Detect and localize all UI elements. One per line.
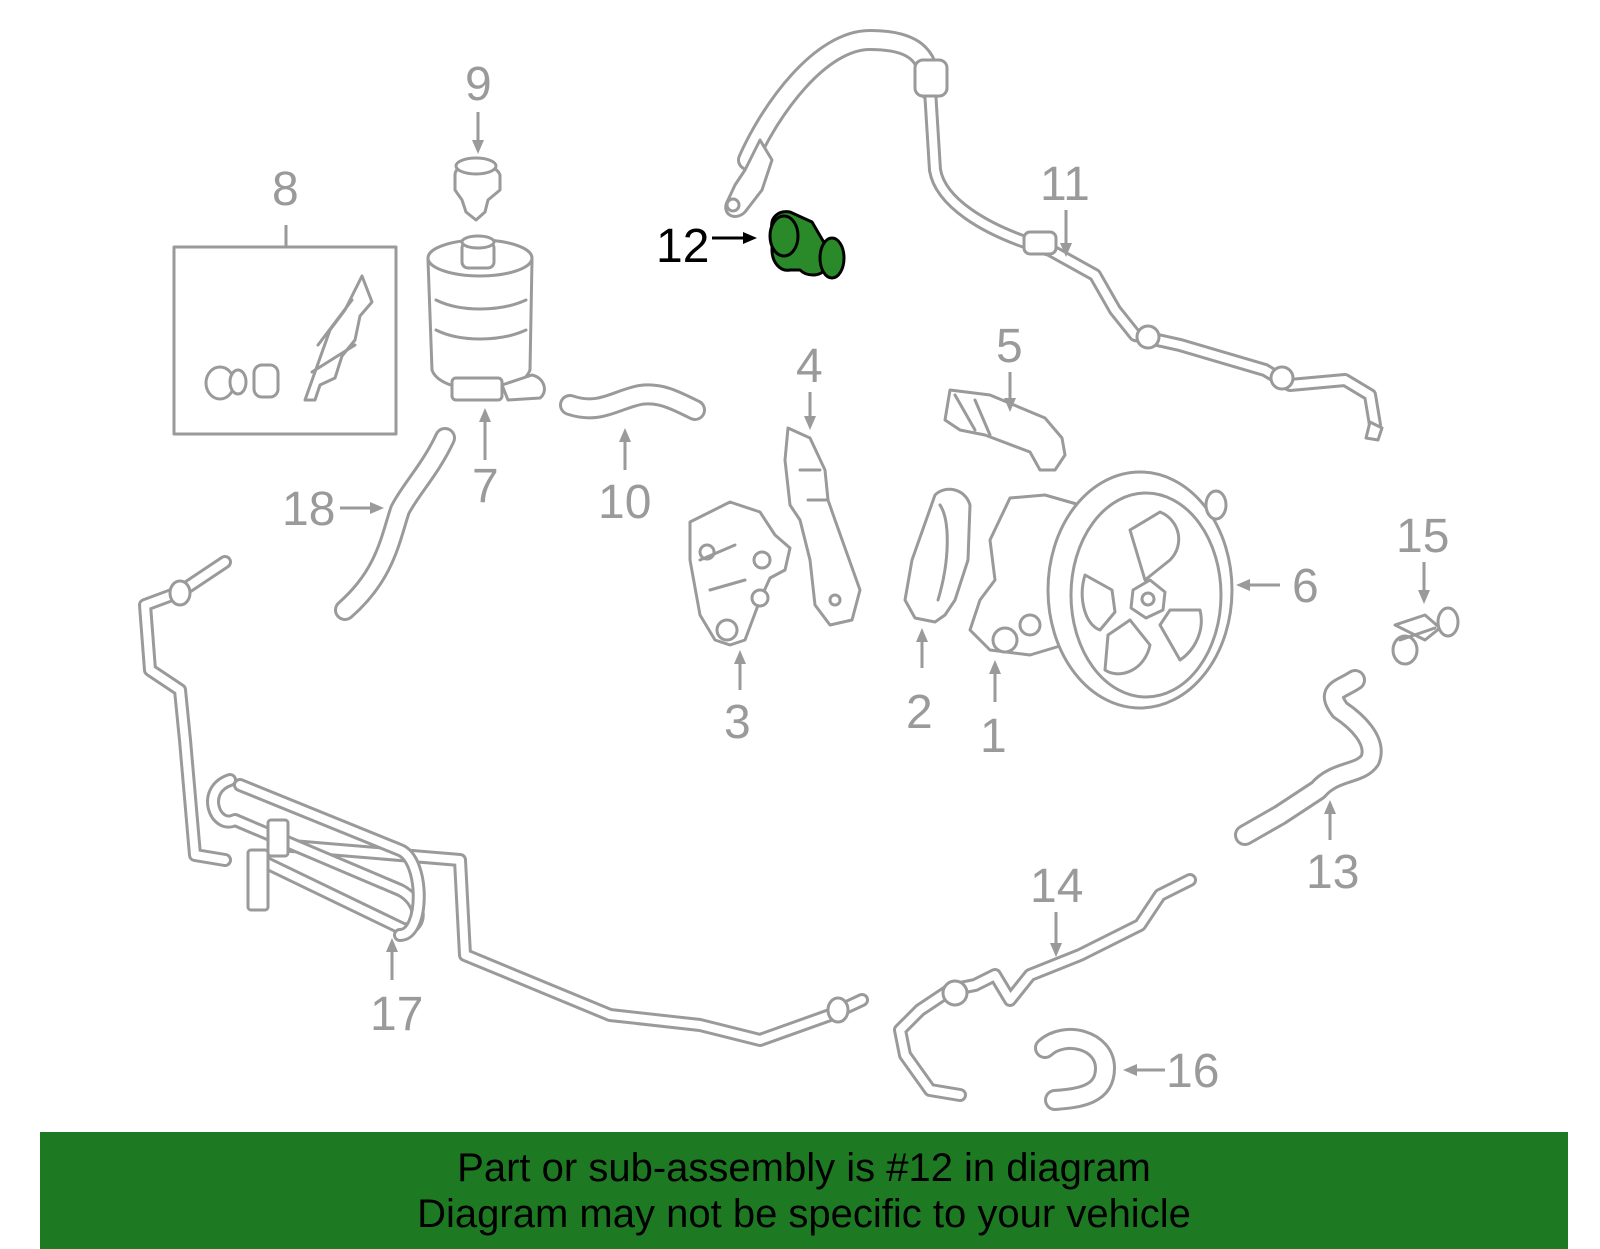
callout-8: 8 — [272, 163, 299, 248]
callout-12: 12 — [656, 220, 757, 273]
callout-14: 14 — [1030, 860, 1083, 957]
callout-4: 4 — [796, 340, 823, 430]
callout-4-label: 4 — [796, 340, 823, 393]
callout-5: 5 — [996, 320, 1023, 412]
callout-7-label: 7 — [472, 460, 499, 513]
banner-line-1: Part or sub-assembly is #12 in diagram — [457, 1145, 1151, 1190]
callout-9: 9 — [465, 58, 492, 154]
part-4-bracket-plate — [783, 426, 862, 627]
callout-18-label: 18 — [282, 483, 335, 536]
footer-banner: Part or sub-assembly is #12 in diagram D… — [40, 1132, 1568, 1249]
part-11-pressure-hose — [724, 29, 1384, 442]
callout-1-label: 1 — [980, 710, 1007, 763]
callout-15-label: 15 — [1396, 510, 1449, 563]
part-8-seal-kit — [172, 245, 398, 436]
callout-17: 17 — [370, 938, 423, 1041]
callout-5-label: 5 — [996, 320, 1023, 373]
part-7-reservoir — [426, 234, 546, 402]
callout-8-label: 8 — [272, 163, 299, 216]
callout-3: 3 — [724, 650, 751, 749]
part-5-bracket — [943, 388, 1067, 472]
callout-13-label: 13 — [1306, 846, 1359, 899]
callout-6-label: 6 — [1292, 560, 1319, 613]
part-18-return-hose — [334, 427, 456, 621]
part-2-bracket — [903, 487, 972, 624]
callout-16: 16 — [1123, 1045, 1219, 1098]
part-17-cooler — [138, 555, 869, 1047]
part-16-hose — [1034, 1028, 1116, 1111]
part-3-bracket — [688, 500, 792, 647]
callout-10: 10 — [598, 428, 651, 529]
callout-18: 18 — [282, 483, 384, 536]
part-9-reservoir-cap — [453, 156, 502, 222]
callout-15: 15 — [1396, 510, 1449, 604]
callout-9-label: 9 — [465, 58, 492, 111]
callout-12-label: 12 — [656, 220, 709, 273]
callout-1: 1 — [980, 660, 1007, 763]
part-6-pulley — [1046, 470, 1234, 710]
callout-3-label: 3 — [724, 696, 751, 749]
callout-11-label: 11 — [1040, 158, 1090, 211]
callout-6: 6 — [1236, 560, 1319, 613]
part-14-return-line — [893, 873, 1197, 1102]
part-15-bolt — [1391, 606, 1460, 666]
part-12-fitting — [768, 210, 846, 280]
callout-17-label: 17 — [370, 988, 423, 1041]
callout-7: 7 — [472, 408, 499, 513]
callout-2-label: 2 — [906, 686, 933, 739]
callout-13: 13 — [1306, 800, 1359, 899]
callout-14-label: 14 — [1030, 860, 1083, 913]
part-10-suction-hose — [559, 383, 706, 421]
part-13-return-hose — [1234, 669, 1383, 846]
callout-11: 11 — [1040, 158, 1090, 257]
callout-10-label: 10 — [598, 476, 651, 529]
banner-line-2: Diagram may not be specific to your vehi… — [417, 1191, 1191, 1236]
callout-2: 2 — [906, 628, 933, 739]
callout-16-label: 16 — [1166, 1045, 1219, 1098]
